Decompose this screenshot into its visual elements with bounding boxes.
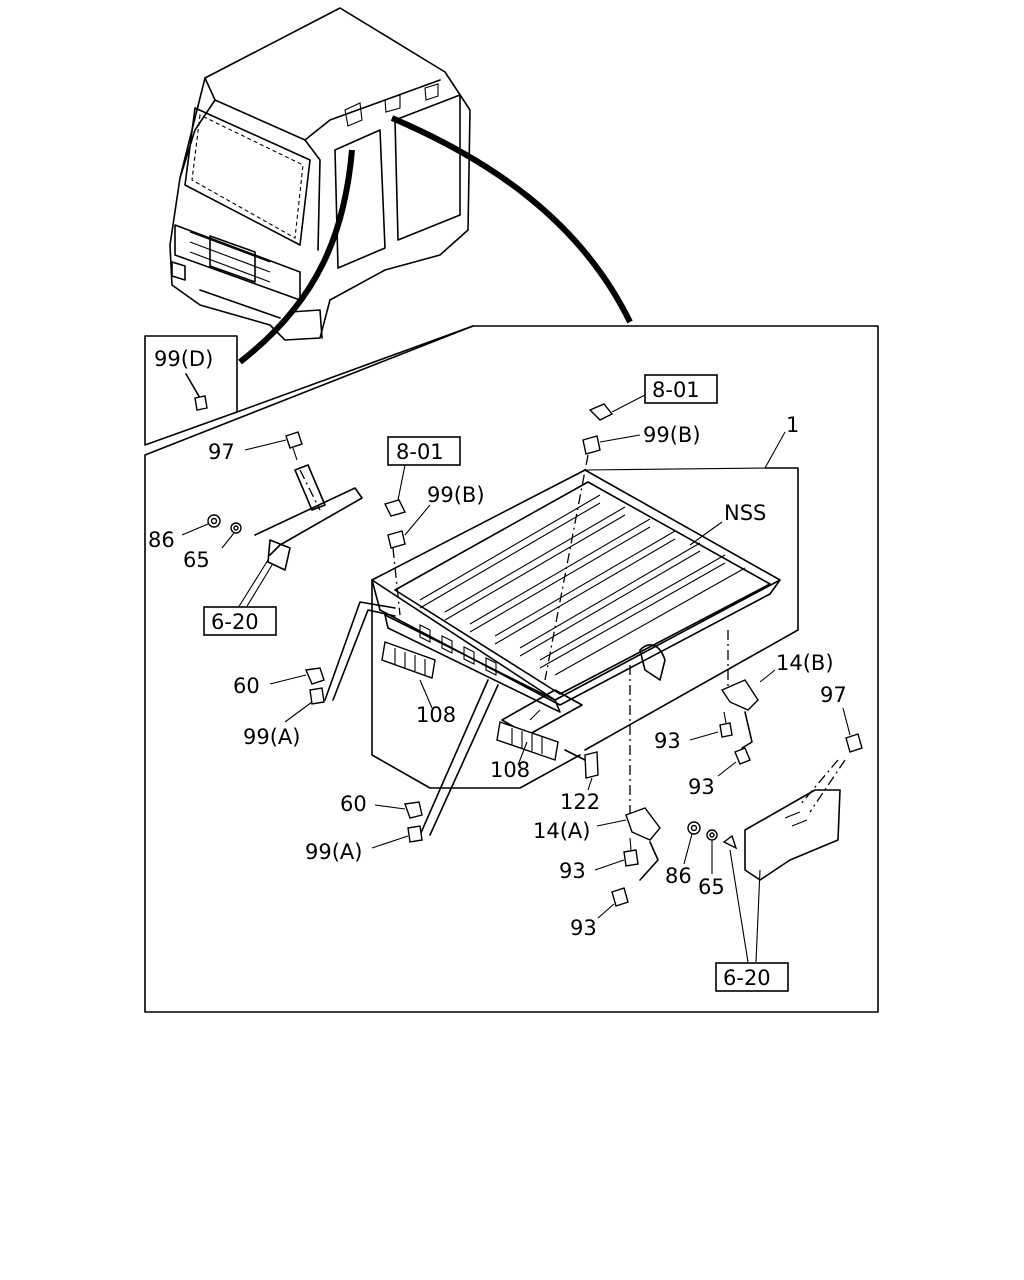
right-grab-handle [744,707,863,881]
leader-curve-left [238,149,355,365]
washer-86-right [683,821,701,865]
ref-label-8-01-right: 8-01 [652,378,700,402]
clip-right-small [722,834,738,850]
label-14b: 14(B) [776,651,834,675]
ref-box-8-01-right [644,374,718,404]
label-99b-right: 99(B) [643,423,701,447]
part-122 [564,749,599,791]
label-93-right-lower: 93 [688,775,715,799]
clip-8-01-right [588,394,646,421]
bolt-93-center-upper [594,837,639,871]
clip-99a-upper [284,687,325,723]
label-nss: NSS [724,501,766,525]
label-99a-lower: 99(A) [305,840,362,864]
label-60-upper: 60 [233,674,260,698]
ref-label-6-20-right: 6-20 [723,966,771,990]
label-97-left: 97 [208,440,235,464]
ref-box-8-01-left [387,436,461,466]
clip-99d [185,373,208,411]
ref-box-6-20-right [715,962,789,992]
clip-99b-left [387,504,431,616]
label-122: 122 [560,790,600,814]
washer-86-left [181,514,221,536]
bracket-14a [596,665,661,881]
ref-label-8-01-left: 8-01 [396,440,444,464]
clip-108-lower [496,689,583,766]
bolt-93-right-upper [689,711,733,741]
roof-headlining-panel [371,469,781,713]
label-93-center-lower: 93 [570,916,597,940]
clip-99b-right [544,434,641,681]
label-65-right: 65 [698,875,725,899]
bolt-93-right-lower [717,747,751,777]
label-part-1: 1 [786,413,799,437]
leader-curve-right [390,115,633,324]
bolt-93-center-lower [597,887,629,919]
detail-frame [144,325,879,1013]
bracket-14b [720,630,776,749]
label-65-left: 65 [183,548,210,572]
label-99b-left: 99(B) [427,483,485,507]
label-93-right-upper: 93 [654,729,681,753]
label-99d: 99(D) [154,347,213,371]
label-86-left: 86 [148,528,175,552]
clip-8-01-left [383,464,407,517]
truck-cab-illustration [169,7,471,341]
washer-65-left [221,522,242,549]
label-108-lower: 108 [490,758,530,782]
label-99a-upper: 99(A) [243,725,300,749]
label-108-upper: 108 [416,703,456,727]
label-93-center-upper: 93 [559,859,586,883]
label-60-lower: 60 [340,792,367,816]
clip-108-upper [381,641,436,709]
washer-65-right [706,829,718,874]
label-14a: 14(A) [533,819,590,843]
clip-60-upper [269,601,396,701]
left-grab-handle [244,431,363,571]
label-97-right: 97 [820,683,847,707]
clip-99a-lower [371,825,423,849]
clip-60-lower [374,679,499,836]
ref-box-6-20-left [203,606,277,636]
label-86-right: 86 [665,864,692,888]
ref-label-6-20-left: 6-20 [211,610,259,634]
